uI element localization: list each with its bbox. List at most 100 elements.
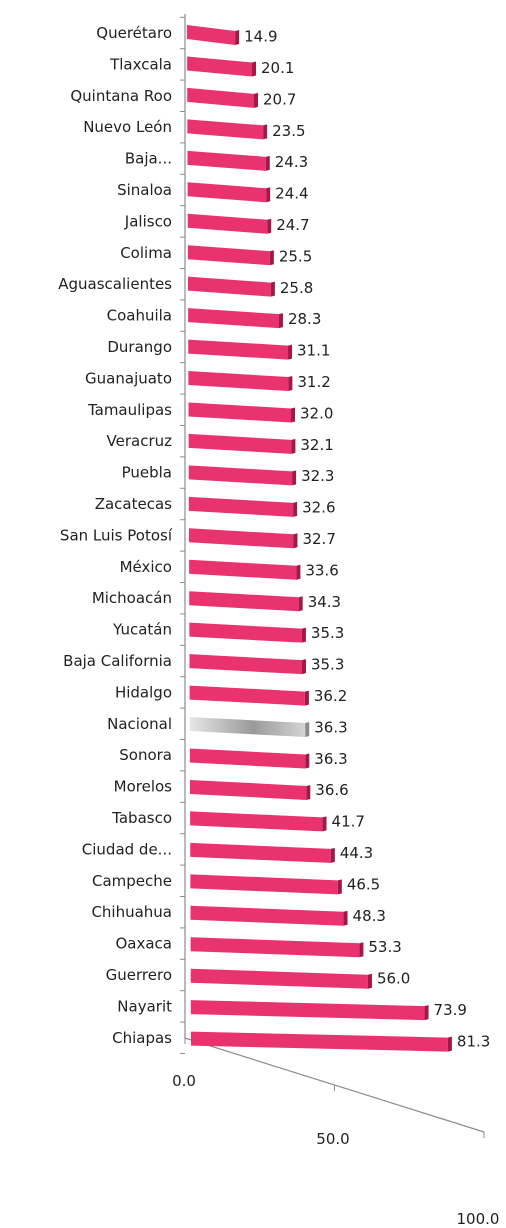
category-label: Chihuahua	[91, 903, 172, 921]
bar-end-face	[304, 690, 309, 706]
bar-end-face	[278, 313, 283, 329]
bar-end-face	[305, 722, 310, 738]
bar	[190, 874, 338, 895]
bar-end-face	[269, 250, 274, 266]
bar	[190, 968, 368, 989]
bar-end-face	[292, 470, 297, 486]
bar	[189, 559, 297, 580]
bar	[189, 748, 306, 769]
category-label: Baja...	[125, 150, 172, 168]
category-label: Oaxaca	[115, 935, 172, 953]
value-label: 44.3	[340, 844, 373, 862]
category-label: Jalisco	[124, 212, 172, 230]
category-label: Nayarit	[117, 997, 172, 1015]
value-label: 32.0	[300, 404, 333, 422]
bar	[188, 276, 271, 297]
value-label: 23.5	[272, 122, 305, 140]
value-label: 81.3	[457, 1032, 490, 1050]
bar	[189, 591, 299, 612]
bar-end-face	[298, 596, 303, 612]
category-label: Sinaloa	[117, 181, 172, 199]
bar-end-face	[447, 1036, 452, 1052]
bar	[190, 842, 331, 863]
bar-end-face	[291, 407, 296, 423]
category-label: Querétaro	[96, 24, 172, 42]
bar	[187, 182, 267, 203]
category-label: Baja California	[63, 652, 172, 670]
bar-end-face	[263, 124, 268, 140]
bar	[187, 25, 236, 45]
category-label: Guerrero	[106, 966, 172, 984]
bar	[187, 56, 253, 77]
value-label: 28.3	[288, 310, 321, 328]
category-label: Durango	[107, 338, 172, 356]
value-label: 32.3	[301, 467, 334, 485]
axes	[180, 14, 485, 1138]
bar-end-face	[359, 942, 364, 958]
category-label: Hidalgo	[115, 683, 172, 701]
bar	[190, 937, 360, 958]
bar	[188, 465, 293, 486]
bar-end-face	[296, 564, 301, 580]
category-label: Tamaulipas	[87, 401, 172, 419]
value-label: 53.3	[368, 938, 401, 956]
value-label: 20.1	[261, 59, 294, 77]
bar-end-face	[266, 187, 271, 203]
value-label: 73.9	[434, 1001, 467, 1019]
bar-end-face	[367, 973, 372, 989]
bar	[188, 433, 292, 454]
category-label: Coahuila	[107, 307, 172, 325]
value-label: 41.7	[332, 813, 365, 831]
bar	[189, 622, 302, 643]
bar	[190, 1000, 425, 1021]
bar	[190, 779, 307, 800]
category-label: Nuevo León	[83, 118, 172, 136]
bar-end-face	[270, 281, 275, 297]
bar	[187, 213, 268, 234]
value-label: 36.3	[314, 718, 347, 736]
bar	[188, 308, 279, 329]
bar	[190, 905, 344, 926]
category-label: Tlaxcala	[109, 55, 172, 73]
bar-end-face	[288, 344, 293, 360]
value-label: 56.0	[377, 970, 410, 988]
value-label: 14.9	[244, 28, 277, 46]
bar-end-face	[330, 847, 335, 863]
bar-end-face	[291, 438, 296, 454]
bar-end-face	[301, 627, 306, 643]
value-label: 31.1	[297, 342, 330, 360]
category-label: Ciudad de...	[82, 840, 172, 858]
value-label: 33.6	[305, 561, 338, 579]
bar	[191, 1031, 448, 1052]
category-label: Zacatecas	[95, 495, 172, 513]
bar-end-face	[265, 155, 270, 171]
bar	[189, 654, 302, 675]
bar-end-face	[267, 218, 272, 234]
category-label: Campeche	[92, 872, 172, 890]
value-label: 36.2	[314, 687, 347, 705]
x-tick-label: 100.0	[457, 1210, 500, 1228]
bar	[189, 528, 294, 549]
bar	[187, 150, 266, 171]
bar	[188, 339, 289, 360]
bar	[187, 245, 270, 266]
bar-end-face	[288, 376, 293, 392]
value-label: 32.6	[302, 499, 335, 517]
category-label: Colima	[120, 244, 172, 262]
bar-end-face	[337, 879, 342, 895]
category-label: Tabasco	[111, 809, 172, 827]
x-tick-label: 0.0	[172, 1072, 196, 1090]
bar	[187, 87, 255, 108]
value-label: 20.7	[263, 90, 296, 108]
bar	[188, 402, 292, 423]
category-label: Veracruz	[107, 432, 173, 450]
bar	[190, 811, 323, 832]
value-label: 48.3	[353, 907, 386, 925]
value-label: 32.1	[300, 436, 333, 454]
value-label: 36.3	[314, 750, 347, 768]
value-label: 34.3	[308, 593, 341, 611]
bar-end-face	[305, 753, 310, 769]
bar-end-face	[301, 659, 306, 675]
